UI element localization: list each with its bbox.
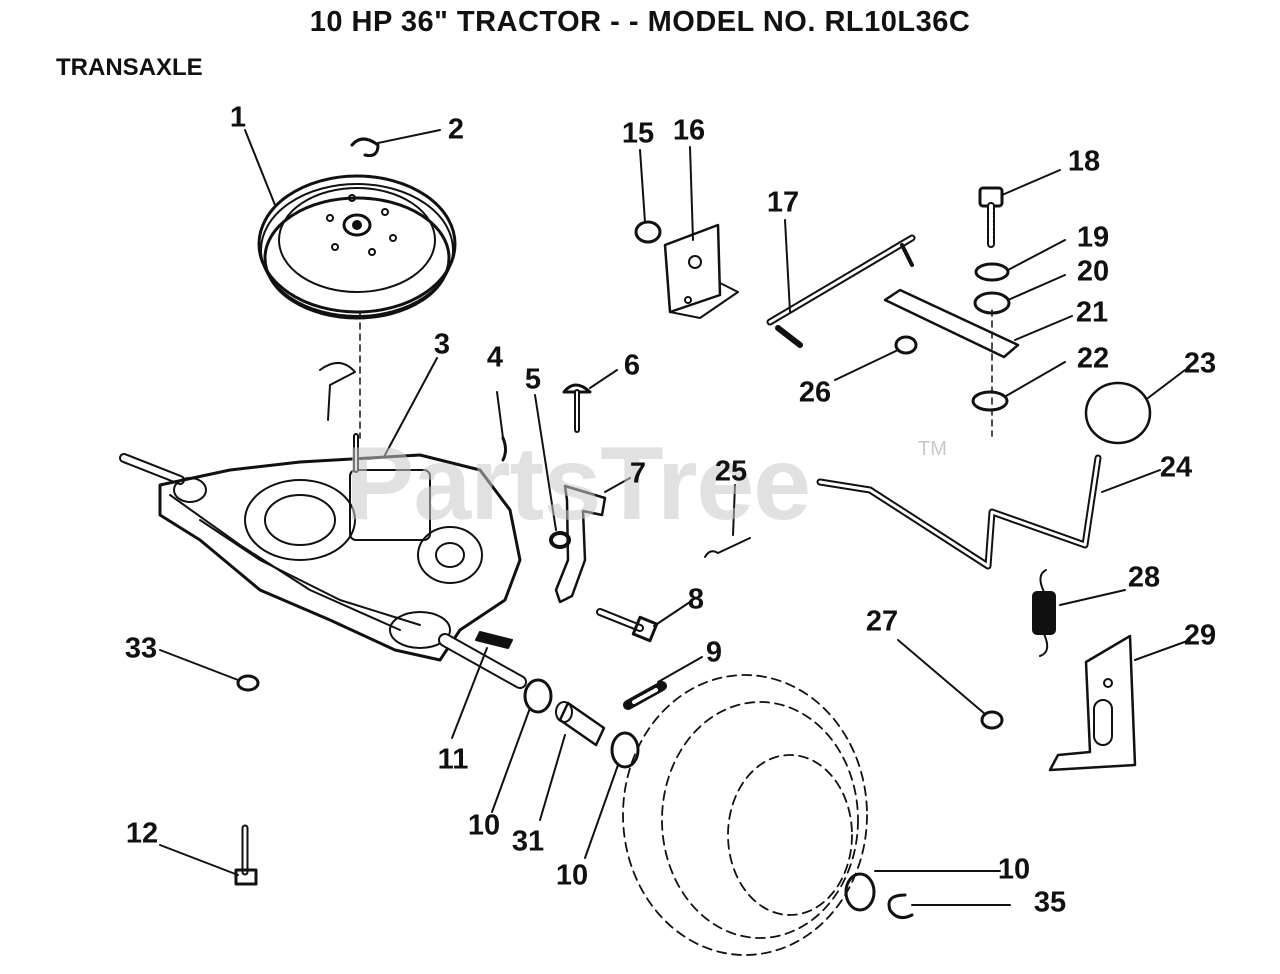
callout-5[interactable]: 5 xyxy=(524,363,542,396)
callout-7[interactable]: 7 xyxy=(629,457,647,490)
callout-31[interactable]: 31 xyxy=(511,825,545,858)
spring-pin[interactable] xyxy=(623,681,667,710)
callout-1[interactable]: 1 xyxy=(229,101,247,134)
page-title: 10 HP 36" TRACTOR - - MODEL NO. RL10L36C xyxy=(309,6,971,38)
nut[interactable] xyxy=(549,531,571,549)
callout-33[interactable]: 33 xyxy=(124,632,158,665)
shift-knob[interactable] xyxy=(1084,381,1152,445)
nut[interactable] xyxy=(236,674,260,692)
retaining-ring[interactable] xyxy=(887,893,914,920)
angle-bracket[interactable] xyxy=(663,223,739,319)
callout-18[interactable]: 18 xyxy=(1067,145,1101,178)
callout-28[interactable]: 28 xyxy=(1127,561,1161,594)
callout-19[interactable]: 19 xyxy=(1076,221,1110,254)
shift-rod[interactable] xyxy=(766,234,916,348)
flat-washer[interactable] xyxy=(523,678,553,714)
callout-10[interactable]: 10 xyxy=(997,853,1031,886)
callout-35[interactable]: 35 xyxy=(1033,886,1067,919)
spacer[interactable] xyxy=(555,701,606,747)
lock-washer[interactable] xyxy=(974,262,1010,282)
hex-bolt[interactable] xyxy=(596,608,659,643)
nut[interactable] xyxy=(980,710,1004,730)
callout-10[interactable]: 10 xyxy=(555,859,589,892)
carriage-bolt[interactable] xyxy=(562,383,592,433)
callout-27[interactable]: 27 xyxy=(865,605,899,638)
watermark: PartsTree xyxy=(345,426,811,542)
callout-22[interactable]: 22 xyxy=(1076,342,1110,375)
flat-washer[interactable] xyxy=(610,731,640,769)
trademark-mark: TM xyxy=(918,438,947,460)
callout-9[interactable]: 9 xyxy=(705,636,723,669)
hex-bolt[interactable] xyxy=(978,186,1004,248)
bracket[interactable] xyxy=(554,484,607,604)
callout-25[interactable]: 25 xyxy=(714,455,748,488)
link-plate[interactable] xyxy=(883,288,1020,359)
shift-lever[interactable] xyxy=(816,454,1102,570)
wheel-tire[interactable] xyxy=(622,674,868,956)
cotter-pin[interactable] xyxy=(704,537,751,558)
callout-17[interactable]: 17 xyxy=(766,186,800,219)
callout-24[interactable]: 24 xyxy=(1159,451,1193,484)
flat-washer[interactable] xyxy=(844,872,876,912)
callout-12[interactable]: 12 xyxy=(125,817,159,850)
callout-11[interactable]: 11 xyxy=(437,743,469,776)
washer[interactable] xyxy=(634,220,662,244)
callout-21[interactable]: 21 xyxy=(1075,296,1109,329)
callout-8[interactable]: 8 xyxy=(687,583,705,616)
callout-4[interactable]: 4 xyxy=(486,341,504,374)
callout-3[interactable]: 3 xyxy=(433,328,451,361)
section-title: TRANSAXLE xyxy=(56,54,203,81)
callout-16[interactable]: 16 xyxy=(672,114,706,147)
callout-10[interactable]: 10 xyxy=(467,809,501,842)
pulley[interactable] xyxy=(257,174,457,439)
extension-spring[interactable] xyxy=(1032,569,1056,657)
woodruff-key[interactable] xyxy=(501,436,507,462)
callout-29[interactable]: 29 xyxy=(1183,619,1217,652)
square-washer[interactable] xyxy=(971,390,1009,412)
retaining-clip[interactable] xyxy=(350,137,380,157)
callout-15[interactable]: 15 xyxy=(621,117,655,150)
leader-lines xyxy=(159,129,1191,906)
callout-6[interactable]: 6 xyxy=(623,349,641,382)
callout-23[interactable]: 23 xyxy=(1183,347,1217,380)
callout-20[interactable]: 20 xyxy=(1076,255,1110,288)
nut[interactable] xyxy=(894,335,918,355)
callout-2[interactable]: 2 xyxy=(447,113,465,146)
axle-bolt[interactable] xyxy=(234,824,258,886)
callout-26[interactable]: 26 xyxy=(798,376,832,409)
spring-bracket[interactable] xyxy=(1048,634,1137,772)
